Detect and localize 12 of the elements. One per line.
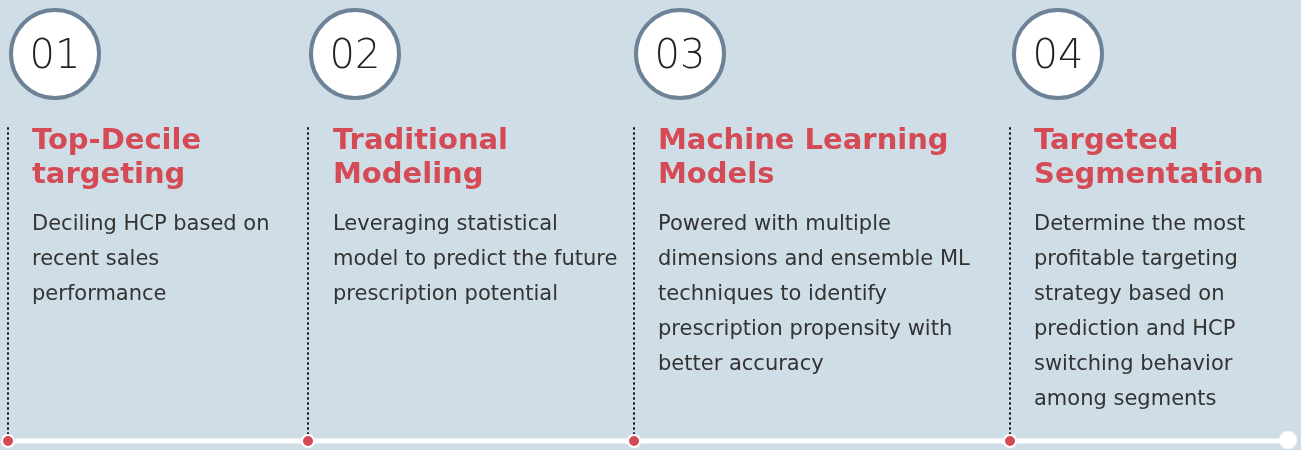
step-description: Leveraging statistical model to predict the future prescription potential	[333, 210, 619, 307]
number-circle: 01	[9, 8, 101, 100]
step-heading: Targeted Segmentation	[1034, 122, 1265, 190]
step-description: Determine the most profitable targeting strategy based on prediction and HCP switching behavior among segments	[1034, 210, 1247, 412]
step-heading: Machine Learning Models	[658, 122, 950, 190]
step-description: Powered with multiple dimensions and ensemble ML techniques to identify prescription propensity with better accuracy	[658, 210, 971, 377]
number-circle: 04	[1012, 8, 1104, 100]
number-circle: 03	[634, 8, 726, 100]
step-heading: Top-Decile targeting	[32, 122, 203, 190]
number-circle: 02	[309, 8, 401, 100]
step-heading: Traditional Modeling	[333, 122, 510, 190]
step-description: Deciling HCP based on recent sales performance	[32, 210, 271, 307]
